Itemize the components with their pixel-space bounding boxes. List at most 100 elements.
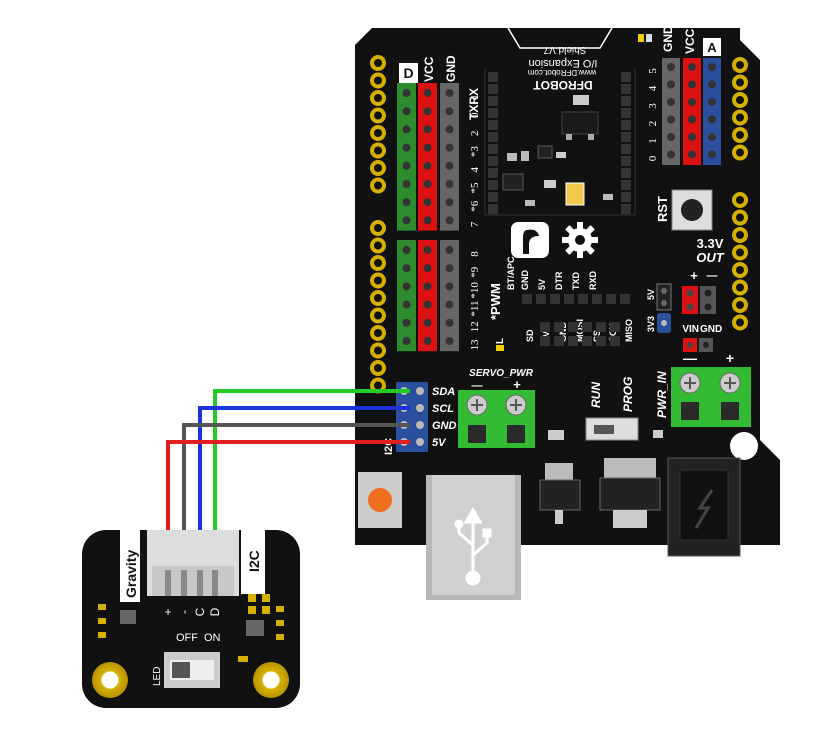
reset-label: RST — [655, 196, 670, 222]
vin-gnd-label: GND — [700, 324, 722, 335]
bt-pin — [606, 294, 616, 304]
digital-header-pin — [402, 143, 411, 152]
header-pin-hole — [374, 76, 382, 85]
digital-header-vcc-label: VCC — [422, 56, 436, 82]
digital-header-pin — [402, 300, 411, 309]
module-pin — [488, 168, 498, 178]
digital-header-column-upper — [418, 83, 437, 231]
module-pin — [488, 72, 498, 82]
header-pin-hole — [736, 318, 744, 327]
analog-header-pin — [708, 115, 716, 124]
pwr-in-plus-label: + — [726, 350, 734, 366]
sd-pin-label: SD — [525, 329, 535, 342]
reset-button[interactable] — [671, 189, 713, 231]
reset-button-bottom[interactable] — [358, 472, 402, 528]
voltage-regulator — [539, 463, 581, 524]
led-switch[interactable] — [164, 652, 220, 688]
gnd-wire — [182, 423, 410, 545]
module-pin — [621, 84, 631, 94]
dc-power-jack — [667, 457, 741, 557]
digital-pin-number: 8 — [469, 251, 481, 257]
header-pin-hole — [374, 111, 382, 120]
digital-header-pin — [423, 282, 432, 291]
module-connector-pin — [197, 570, 203, 596]
analog-header-pin — [667, 150, 675, 159]
digital-header-pin — [445, 216, 454, 225]
digital-header-pin — [402, 264, 411, 273]
analog-header-pin — [667, 133, 675, 141]
digital-header-pin — [445, 300, 454, 309]
voltage-select-jumper[interactable] — [656, 283, 672, 333]
5v-wire — [166, 440, 410, 545]
header-pin-hole — [374, 311, 382, 320]
sda-wire — [213, 389, 410, 545]
left-header-pins — [370, 55, 386, 394]
i2c-pin — [416, 421, 424, 429]
sd-pin — [596, 322, 606, 332]
analog-pin-number: 4 — [647, 85, 659, 91]
digital-header-pin — [445, 89, 454, 97]
sd-pin — [568, 322, 578, 332]
analog-sensor-header — [662, 58, 721, 165]
analog-header-column — [662, 58, 680, 165]
digital-pin-number: *10 — [469, 282, 481, 299]
bt-pin — [592, 294, 602, 304]
header-pin-hole — [374, 224, 382, 232]
run-prog-switch[interactable] — [585, 417, 639, 441]
analog-header-pin — [708, 63, 716, 71]
digital-pin-number: *11 — [469, 301, 481, 317]
header-pin-hole — [736, 231, 744, 239]
module-pin — [621, 192, 631, 202]
select-3v3-label: 3V3 — [646, 316, 656, 332]
analog-header-pin — [667, 80, 675, 89]
digital-header-pin — [445, 282, 454, 291]
digital-header-pin — [445, 180, 454, 188]
digital-pin-number: 12 — [469, 321, 481, 332]
analog-pin-number: 5 — [647, 68, 659, 74]
run-label: RUN — [589, 382, 603, 408]
switch-on-label: ON — [204, 632, 221, 644]
module-pin — [488, 144, 498, 154]
shield-brand-label: DFROBOT — [533, 78, 593, 92]
usb-port — [426, 475, 521, 600]
digital-header-pin — [423, 180, 432, 188]
bt-pin-label: DTR — [554, 271, 564, 290]
prog-label: PROG — [621, 377, 635, 412]
i2c-pin — [416, 404, 424, 412]
sd-pin — [568, 336, 578, 346]
digital-header-pin — [423, 246, 432, 254]
sd-pin — [596, 336, 606, 346]
module-pin — [621, 180, 631, 190]
digital-header-pin — [445, 143, 454, 152]
digital-header-pin — [402, 216, 411, 225]
digital-header-pin — [402, 318, 411, 327]
analog-header-pin — [708, 133, 716, 141]
digital-header-pin — [402, 198, 411, 207]
sd-pin-label: SS — [592, 330, 602, 342]
digital-header-pin — [423, 264, 432, 273]
module-gravity-label: Gravity — [123, 550, 139, 598]
usb-icon — [454, 507, 492, 586]
digital-pin-number: 1 — [469, 94, 481, 100]
digital-header-pin — [423, 300, 432, 309]
module-pin — [621, 168, 631, 178]
digital-header-gnd-label: GND — [444, 55, 458, 82]
i2c-pin — [416, 438, 424, 446]
digital-header-column-upper — [397, 83, 416, 231]
pwr-in-minus-label: — — [683, 350, 697, 366]
digital-header-column-lower — [440, 240, 459, 352]
i2c-pin — [416, 387, 424, 395]
dfrobot-logo — [511, 222, 549, 258]
module-pin — [621, 72, 631, 82]
analog-header-pin — [708, 98, 716, 106]
sd-pin-label: SCK — [608, 322, 618, 342]
servo-power-terminal — [458, 390, 535, 448]
analog-header-a-label: A — [707, 40, 717, 55]
digital-header-pin — [445, 337, 454, 345]
digital-header-pin — [423, 198, 432, 207]
header-pin-hole — [736, 131, 744, 139]
analog-header-gnd-label: GND — [661, 25, 675, 52]
header-pin-hole — [374, 381, 382, 390]
